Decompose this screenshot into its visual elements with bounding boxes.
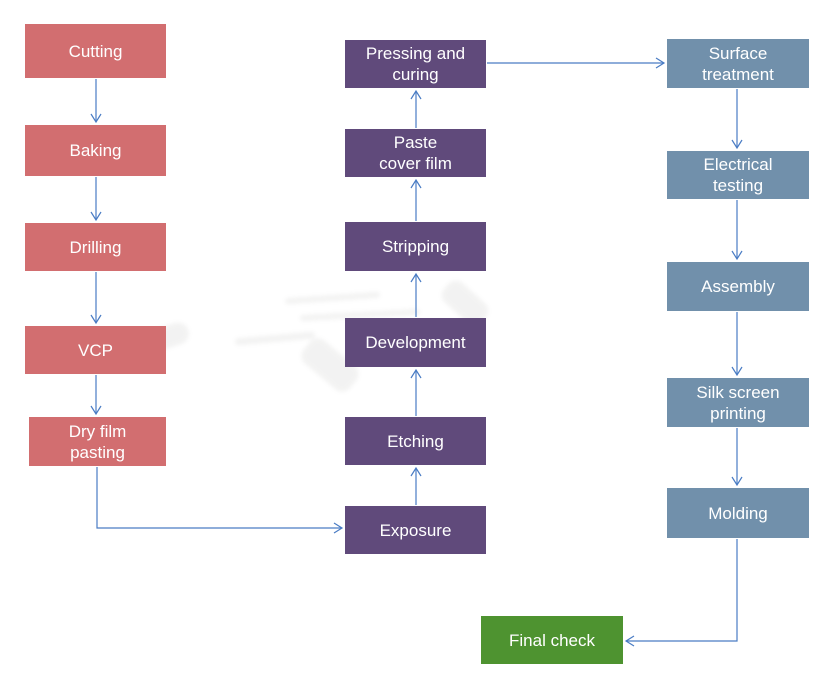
node-development-label: Development	[365, 333, 466, 352]
node-electrical-testing: Electrical testing	[667, 151, 809, 199]
arrow-molding-to-final-check	[624, 539, 738, 647]
node-development: Development	[345, 318, 486, 367]
node-etching-label: Etching	[387, 431, 444, 451]
node-surface-treatment-label: Surface treatment	[702, 43, 774, 84]
node-etching: Etching	[345, 417, 486, 465]
arrow-dry-film-pasting-to-exposure	[96, 467, 344, 534]
node-molding: Molding	[667, 488, 809, 538]
node-dry-film-pasting: Dry film pasting	[29, 417, 166, 466]
node-surface-treatment: Surface treatment	[667, 39, 809, 88]
node-assembly: Assembly	[667, 262, 809, 311]
node-baking: Baking	[25, 125, 166, 176]
node-molding-label: Molding	[708, 503, 768, 523]
node-paste-cover-film: Paste cover film	[345, 129, 486, 177]
node-exposure-label: Exposure	[379, 520, 452, 540]
node-baking-label: Baking	[69, 141, 122, 160]
node-silk-screen-printing-label: Silk screen printing	[696, 382, 780, 423]
node-cutting-label: Cutting	[68, 41, 123, 61]
node-drilling: Drilling	[25, 223, 166, 271]
node-final-check-label: Final check	[509, 630, 595, 650]
node-exposure: Exposure	[345, 506, 486, 554]
node-pressing-and-curing-label: Pressing and curing	[365, 44, 466, 84]
node-drilling-label: Drilling	[69, 237, 122, 257]
node-electrical-testing-label: Electrical testing	[703, 155, 773, 195]
node-stripping-label: Stripping	[381, 237, 450, 256]
node-vcp: VCP	[25, 326, 166, 374]
node-vcp-label: VCP	[78, 340, 113, 360]
node-dry-film-pasting-label: Dry film pasting	[68, 421, 127, 462]
node-paste-cover-film-label: Paste cover film	[379, 133, 452, 173]
node-cutting: Cutting	[25, 24, 166, 78]
node-assembly-label: Assembly	[701, 277, 775, 296]
node-stripping: Stripping	[345, 222, 486, 271]
node-final-check: Final check	[481, 616, 623, 664]
node-pressing-and-curing: Pressing and curing	[345, 40, 486, 88]
node-silk-screen-printing: Silk screen printing	[667, 378, 809, 427]
